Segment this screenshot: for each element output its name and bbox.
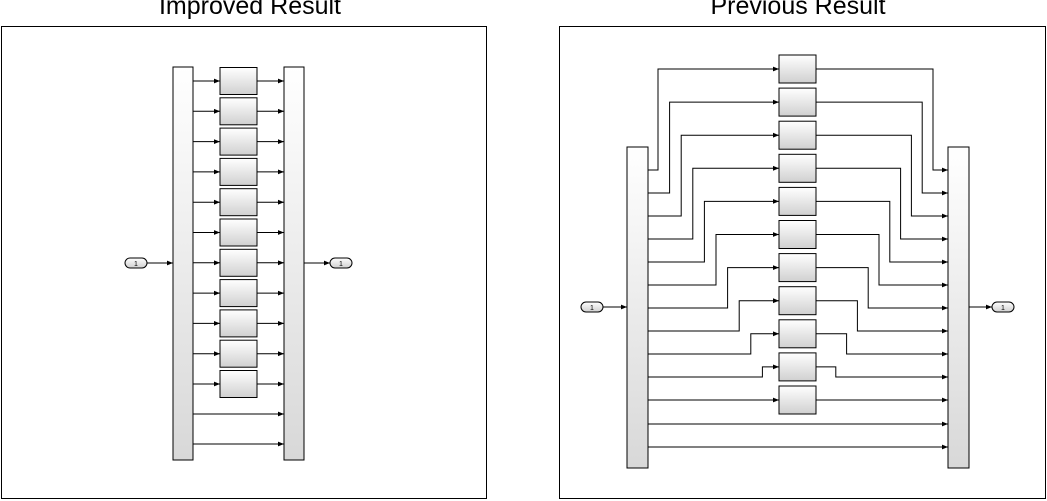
signal-line-out bbox=[816, 200, 948, 265]
signal-line-out bbox=[816, 267, 948, 311]
signal-line-out bbox=[816, 366, 948, 380]
outport: 1 bbox=[329, 257, 353, 269]
subsystem-block bbox=[778, 220, 817, 249]
subsystem-block bbox=[219, 279, 258, 308]
subsystem-block bbox=[219, 188, 258, 217]
demux-bar bbox=[626, 146, 649, 469]
signal-line-in bbox=[648, 364, 779, 378]
subsystem-block bbox=[219, 67, 258, 95]
subsystem-block bbox=[219, 97, 258, 126]
signal-line-out bbox=[816, 167, 948, 242]
subsystem-block bbox=[219, 370, 258, 398]
subsystem-block bbox=[219, 127, 258, 156]
signal-line-out bbox=[816, 234, 948, 288]
signal-line-out bbox=[816, 300, 948, 334]
signal-line-in bbox=[648, 132, 779, 217]
signal-line-in bbox=[648, 99, 779, 194]
inport-label: 1 bbox=[590, 305, 594, 312]
subsystem-block bbox=[219, 157, 258, 186]
signal-line-in bbox=[648, 198, 779, 263]
signal-line-out bbox=[816, 68, 948, 173]
subsystem-block bbox=[778, 319, 817, 349]
subsystem-block bbox=[778, 352, 817, 382]
outport-label: 1 bbox=[1001, 305, 1005, 312]
panel-title-previous: Previous Result bbox=[710, 0, 886, 20]
mux-bar bbox=[947, 146, 970, 469]
signal-line-in bbox=[648, 232, 779, 286]
subsystem-block bbox=[778, 87, 817, 117]
subsystem-block bbox=[219, 339, 258, 368]
panel-frame-previous bbox=[559, 26, 1046, 499]
subsystem-block bbox=[219, 248, 258, 277]
panel-title-improved: Improved Result bbox=[158, 0, 342, 20]
outport: 1 bbox=[991, 301, 1015, 313]
signal-line-in bbox=[648, 331, 779, 355]
subsystem-block bbox=[778, 253, 817, 283]
subsystem-block bbox=[778, 286, 817, 316]
demux-bar bbox=[172, 66, 194, 461]
signal-line-in bbox=[648, 66, 779, 171]
subsystem-block bbox=[778, 186, 817, 216]
subsystem-block bbox=[778, 153, 817, 183]
signal-line-in bbox=[648, 298, 779, 332]
panel-frame-improved bbox=[1, 26, 487, 499]
inport: 1 bbox=[580, 301, 604, 313]
subsystem-block bbox=[778, 120, 817, 150]
subsystem-block bbox=[778, 385, 817, 415]
mux-bar bbox=[283, 66, 305, 461]
outport-label: 1 bbox=[339, 261, 343, 268]
subsystem-block bbox=[778, 54, 817, 84]
signal-line-in bbox=[648, 265, 779, 309]
inport: 1 bbox=[124, 257, 148, 269]
signal-line-out bbox=[816, 101, 948, 196]
subsystem-block bbox=[219, 218, 258, 247]
signal-line-in bbox=[648, 165, 779, 240]
inport-label: 1 bbox=[134, 261, 138, 268]
signal-line-out bbox=[816, 333, 948, 357]
signal-line-out bbox=[816, 134, 948, 219]
subsystem-block bbox=[219, 309, 258, 338]
